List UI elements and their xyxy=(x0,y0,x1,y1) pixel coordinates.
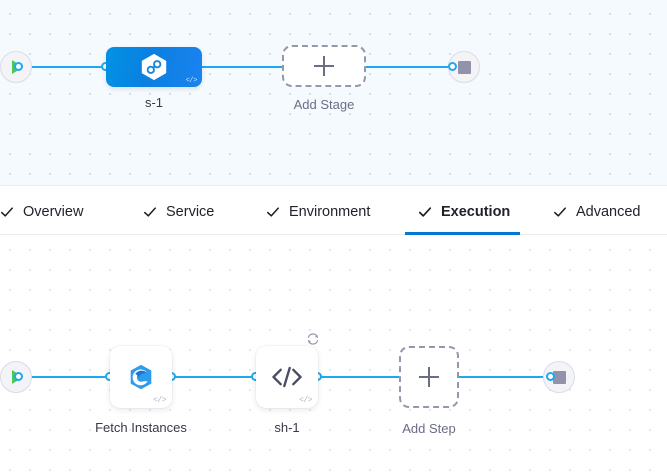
check-icon xyxy=(1,206,13,217)
stop-icon xyxy=(552,370,566,384)
tab-label-service: Service xyxy=(166,203,215,220)
connector-add-to-end xyxy=(365,66,452,68)
stage-node-label-s-1: s-1 xyxy=(144,95,164,110)
connector-dot-step-start[interactable] xyxy=(14,372,23,381)
tab-label-environment: Environment xyxy=(289,203,371,220)
tab-label-execution: Execution xyxy=(441,203,511,220)
code-brackets-icon xyxy=(272,366,302,388)
connector-dot-start[interactable] xyxy=(14,62,23,71)
stop-icon xyxy=(457,60,471,74)
step-node-fetch-instances[interactable]: </> xyxy=(110,346,172,408)
code-config-badge[interactable]: </> xyxy=(153,396,166,405)
tab-environment[interactable]: Environment xyxy=(266,186,376,235)
step-node-sh-1[interactable]: </> xyxy=(256,333,318,408)
step-node-label-sh-1: sh-1 xyxy=(274,420,300,435)
add-step-node[interactable] xyxy=(399,346,459,408)
plus-icon xyxy=(419,367,439,387)
connector-sh1-to-addstep xyxy=(318,376,400,378)
tab-execution[interactable]: Execution xyxy=(405,186,520,235)
code-config-badge[interactable]: </> xyxy=(185,77,198,85)
harness-hexagon-icon xyxy=(141,53,167,81)
tab-label-overview: Overview xyxy=(23,203,84,220)
add-stage-node[interactable] xyxy=(282,45,366,87)
tab-label-advanced: Advanced xyxy=(576,203,641,220)
code-config-badge[interactable]: </> xyxy=(299,396,312,405)
tab-overview[interactable]: Overview xyxy=(0,186,90,235)
connector-start-to-s1 xyxy=(18,66,112,68)
stage-config-tabs: Overview Service Environment Execution A xyxy=(0,186,667,235)
connector-dot-step-end[interactable] xyxy=(546,372,555,381)
stage-node-s-1[interactable]: </> xyxy=(106,47,202,87)
check-icon xyxy=(418,206,432,217)
stage-canvas[interactable]: </> s-1 Add Stage xyxy=(0,0,667,186)
connector-fetch-to-sh1 xyxy=(172,376,260,378)
step-node-label-fetch-instances: Fetch Instances xyxy=(95,420,187,435)
fetch-instances-icon xyxy=(130,364,152,390)
check-icon xyxy=(554,206,566,217)
plus-icon xyxy=(314,56,334,76)
connector-s1-to-add xyxy=(198,66,282,68)
tab-service[interactable]: Service xyxy=(143,186,225,235)
add-step-label: Add Step xyxy=(402,421,456,436)
check-icon xyxy=(267,206,279,217)
tab-advanced[interactable]: Advanced xyxy=(553,186,663,235)
execution-canvas[interactable]: </> Fetch Instances </> sh-1 xyxy=(0,235,667,475)
connector-start-to-fetch xyxy=(18,376,114,378)
add-stage-label: Add Stage xyxy=(293,97,355,112)
connector-dot-end[interactable] xyxy=(448,62,457,71)
connector-addstep-to-end xyxy=(459,376,550,378)
retry-icon xyxy=(308,333,318,345)
check-icon xyxy=(144,206,156,217)
